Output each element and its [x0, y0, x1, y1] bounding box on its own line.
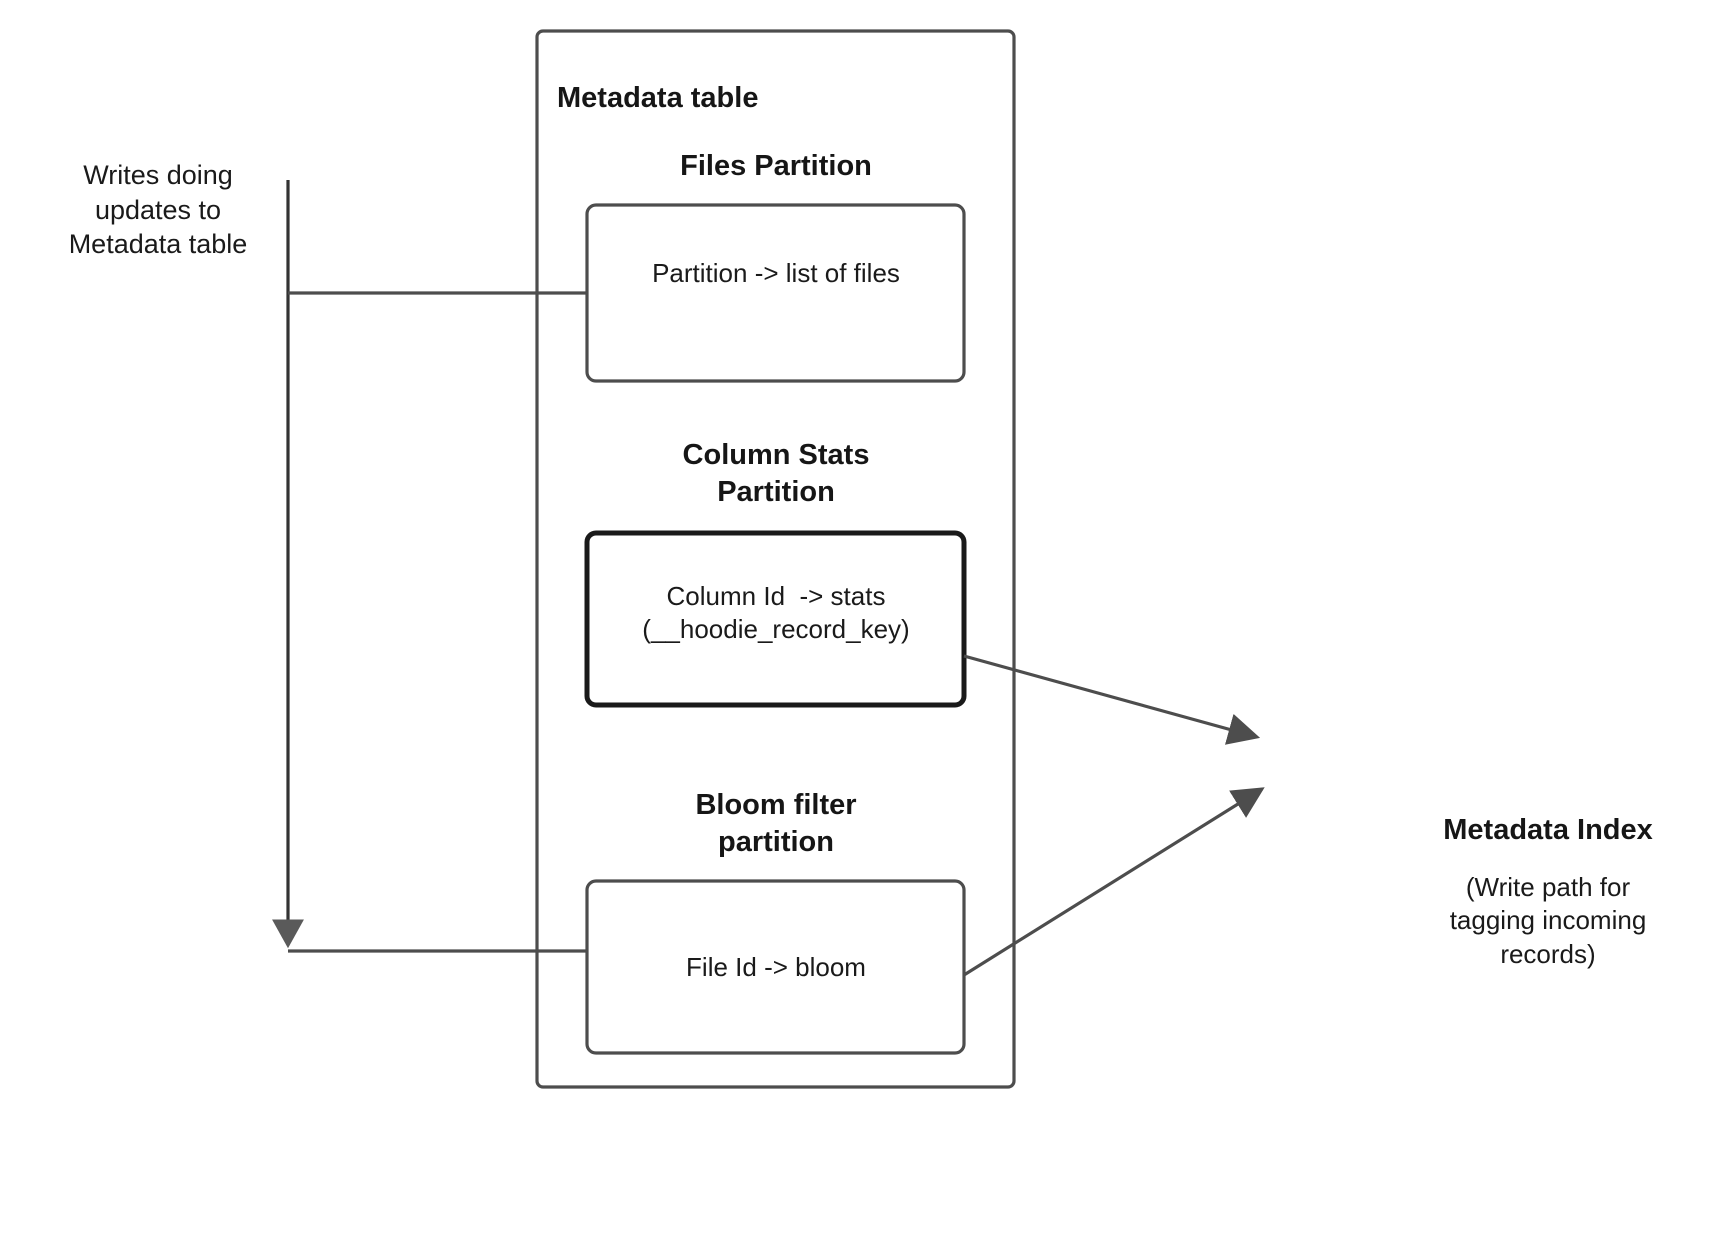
metadata-table-title: Metadata table [557, 82, 759, 114]
column-stats-partition-box-text: Column Id -> stats (__hoodie_record_key) [642, 581, 910, 645]
column-stats-partition-box [584, 530, 967, 708]
metadata-index-title: Metadata Index [1443, 814, 1653, 846]
bloom-filter-partition-box [585, 879, 966, 1055]
files-partition-box [585, 203, 966, 383]
column-stats-partition-heading: Column Stats Partition [682, 439, 870, 509]
writes-annotation-label: Writes doing updates to Metadata table [68, 160, 248, 260]
bloom-filter-to-index-arrow [963, 787, 1265, 977]
bloom-filter-partition-heading: Bloom filter partition [695, 789, 857, 859]
column-stats-to-index-arrow [963, 654, 1261, 745]
bloom-filter-partition-box-text: File Id -> bloom [686, 952, 866, 982]
metadata-index-caption: (Write path for tagging incoming records… [1449, 872, 1647, 969]
files-partition-box-text: Partition -> list of files [652, 258, 900, 288]
files-partition-heading: Files Partition [680, 150, 872, 182]
